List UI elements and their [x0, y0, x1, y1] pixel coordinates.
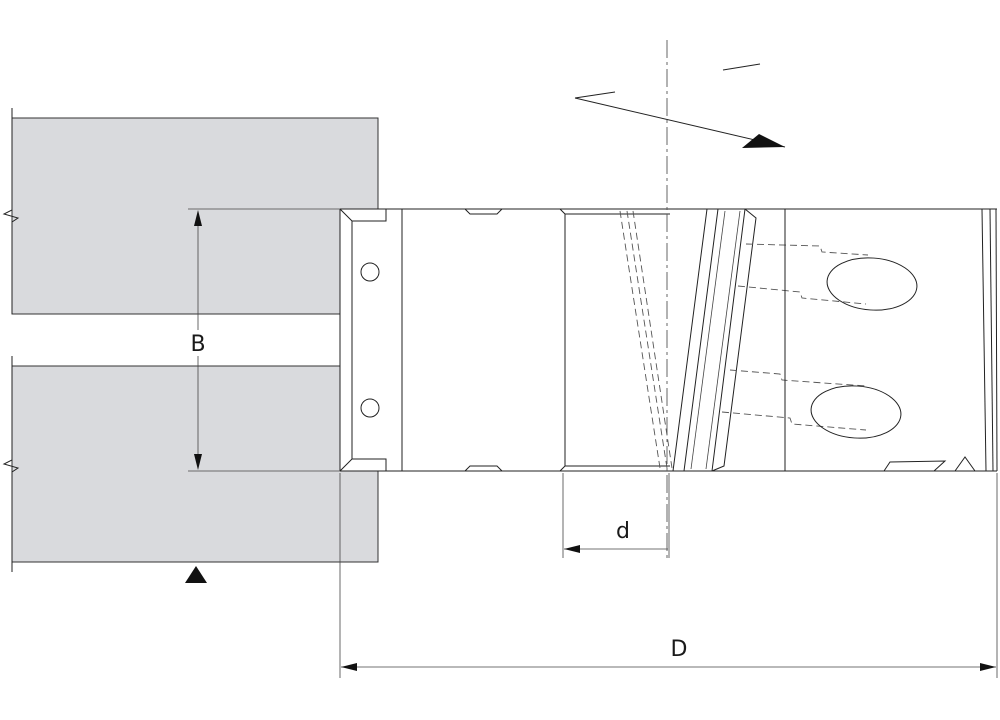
reference-triangle-icon — [185, 566, 207, 583]
dimension-label-b: B — [190, 332, 205, 357]
dimension-d: d — [562, 473, 670, 558]
dimension-label-d: d — [616, 519, 630, 544]
workpiece — [2, 108, 380, 583]
dimension-b: B — [188, 208, 340, 472]
workpiece-upper-block — [11, 117, 379, 315]
dimension-label-D: D — [671, 637, 688, 662]
cutter-body — [339, 208, 998, 472]
dimension-D: D — [339, 473, 998, 678]
workpiece-lower-block — [11, 365, 379, 563]
pin-hole-upper — [360, 262, 380, 282]
rotation-arrow-icon — [742, 134, 785, 148]
rotation-indicator — [574, 40, 786, 560]
slot-lower — [810, 385, 902, 439]
pin-hole-lower — [360, 398, 380, 418]
break-mark-lower — [2, 356, 20, 572]
break-mark-upper — [2, 108, 20, 314]
slot-upper — [826, 257, 918, 311]
